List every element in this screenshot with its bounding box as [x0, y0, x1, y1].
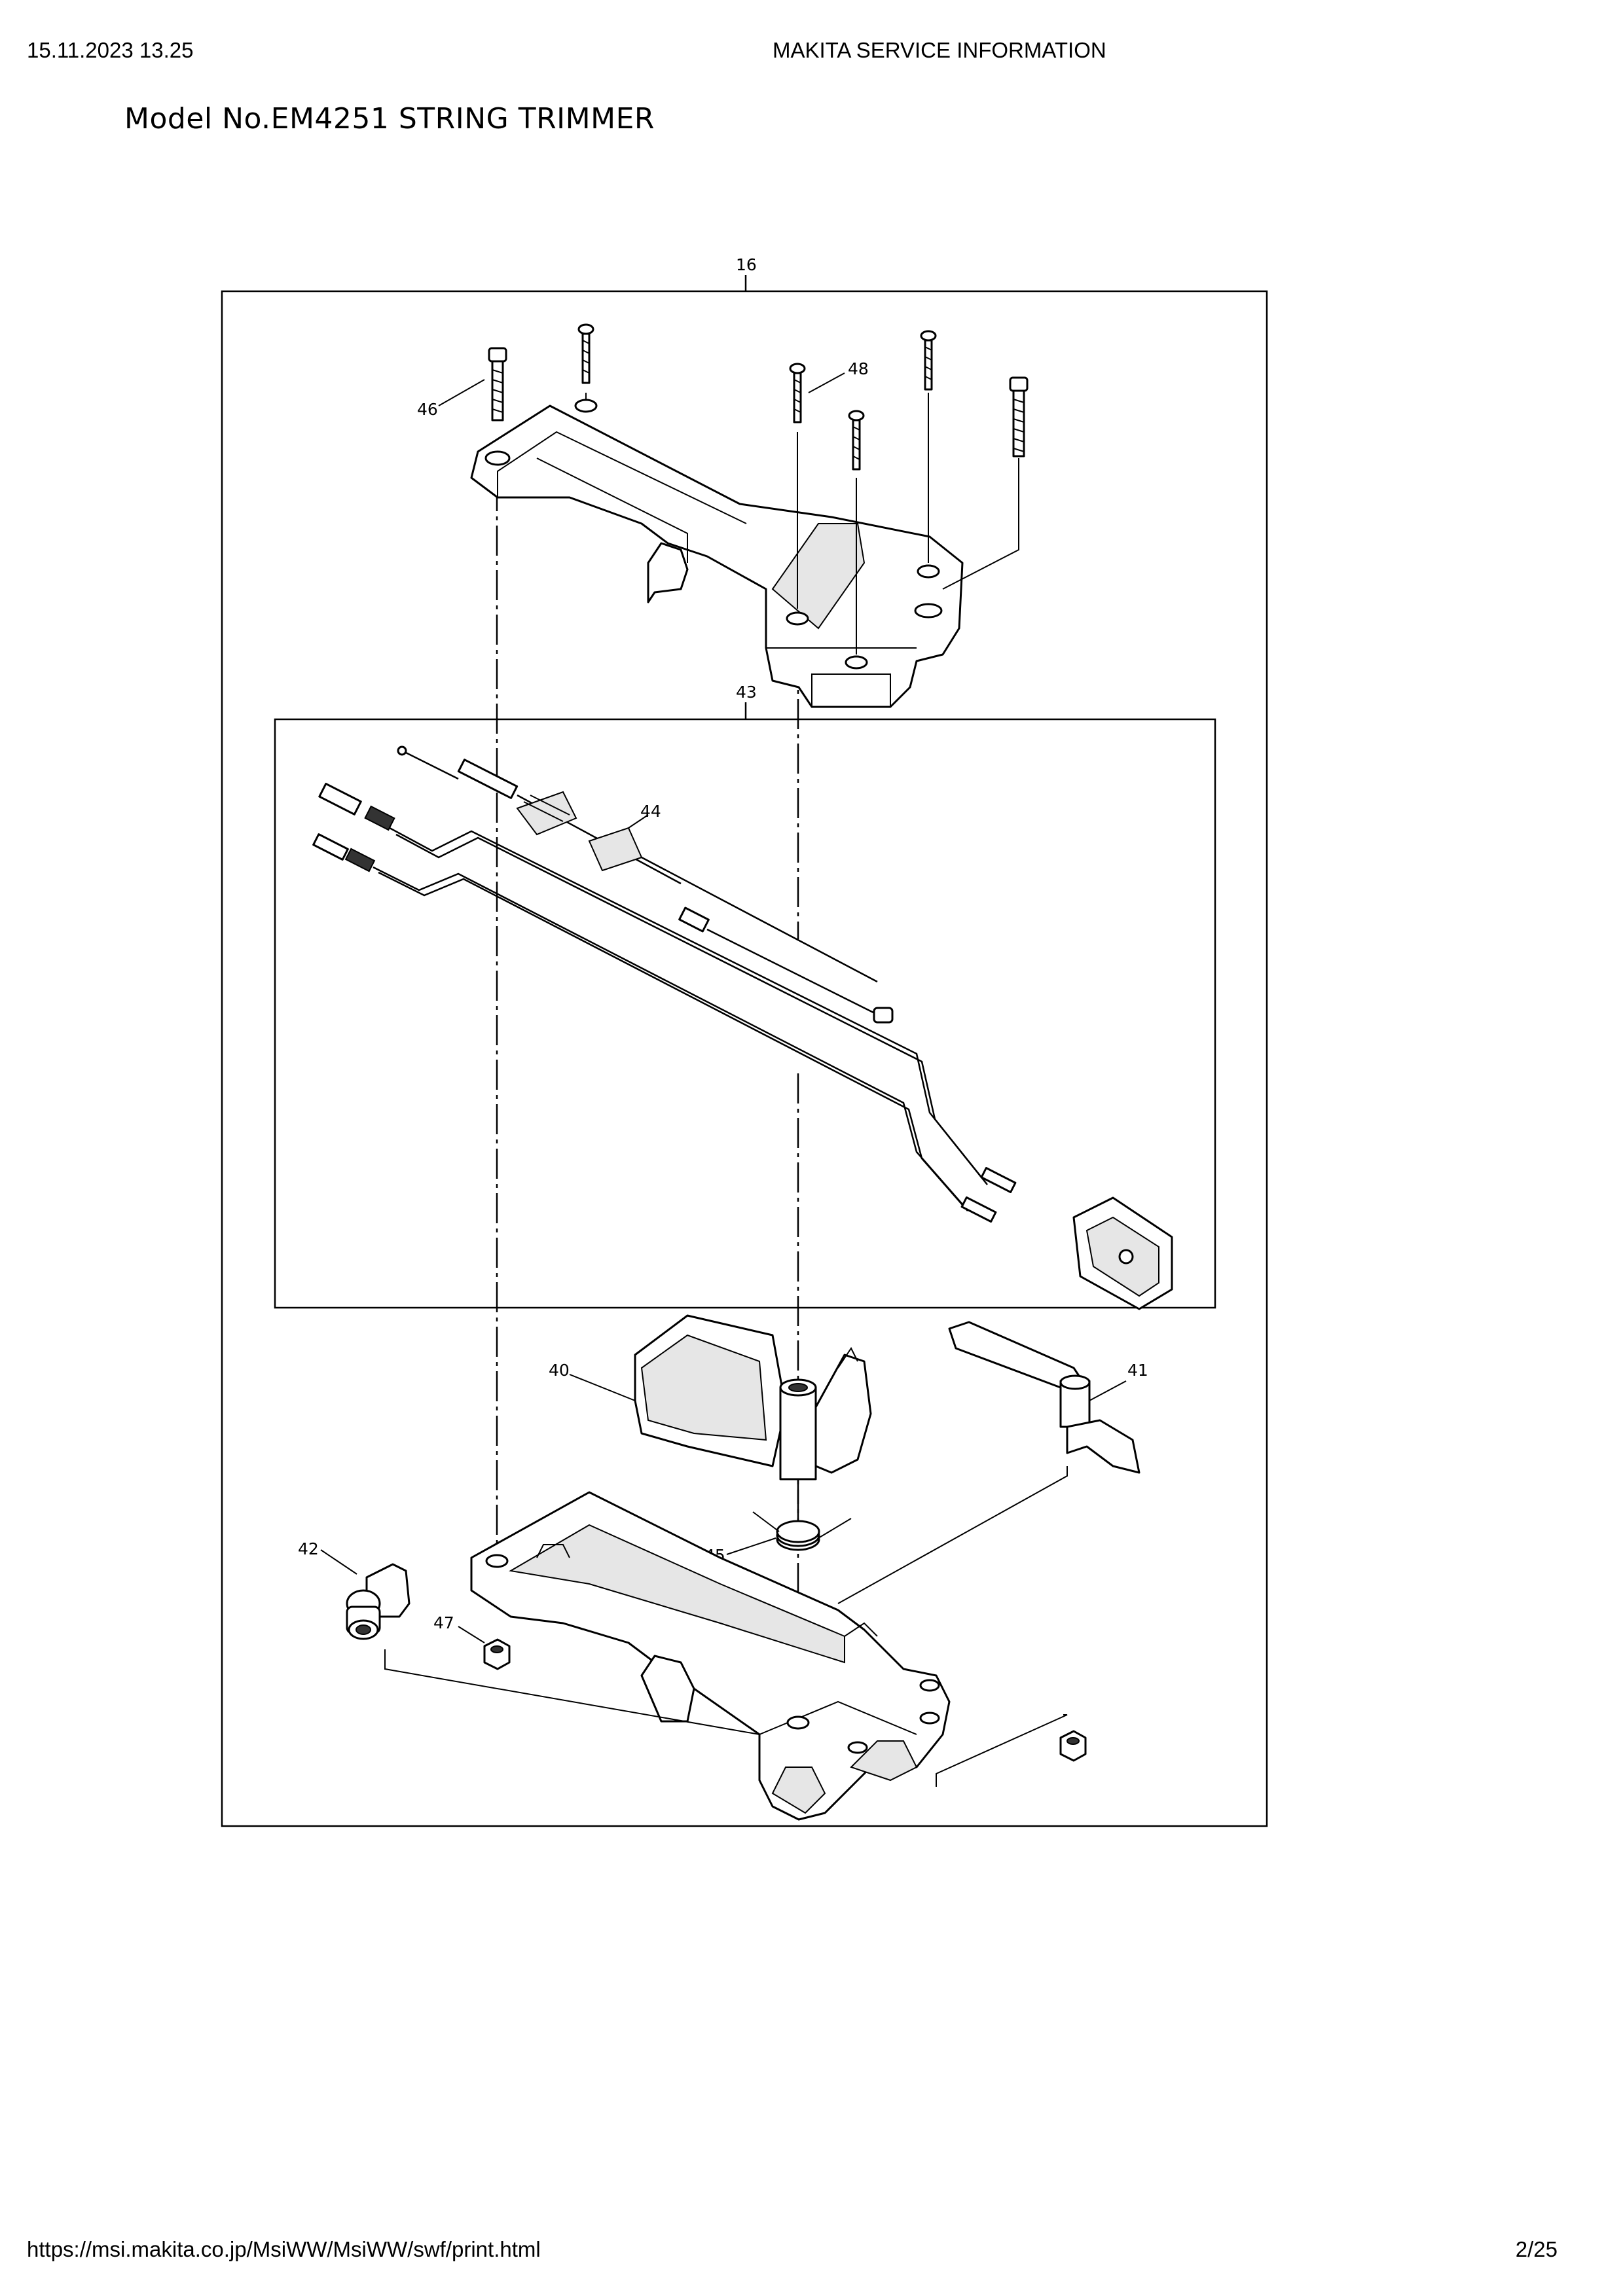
screw-mid [848, 410, 865, 471]
header-datetime: 15.11.2023 13.25 [27, 38, 194, 62]
callout-line-44 [628, 814, 649, 829]
callout-line-45 [726, 1537, 776, 1555]
nut-right-guide [936, 1714, 1068, 1787]
lower-handle-housing [470, 1491, 951, 1821]
header-title: MAKITA SERVICE INFORMATION [773, 38, 1106, 62]
callout-line-40 [569, 1374, 636, 1401]
spring-45 [752, 1511, 852, 1551]
handle-bolt-46 [488, 347, 507, 422]
callout-handle-bolt: 46 [417, 400, 438, 419]
screw-top-left [577, 323, 594, 384]
callout-line-48 [808, 372, 845, 393]
callout-nut: 47 [433, 1613, 454, 1632]
callout-line-41 [1089, 1380, 1127, 1401]
switch-guide [384, 1649, 760, 1735]
throttle-cable-44 [397, 745, 894, 1024]
wire-harness [312, 782, 1017, 1223]
bolt-guide-right [942, 458, 1019, 590]
screw-48 [789, 363, 806, 423]
bolt-far-right [1009, 376, 1029, 457]
throttle-lever-40 [634, 1314, 872, 1480]
callout-line-47 [458, 1626, 485, 1643]
footer-page-number: 2/25 [1515, 2237, 1558, 2261]
callout-throttle-lever: 40 [549, 1361, 570, 1380]
nut-right [1059, 1730, 1087, 1762]
switch-42 [346, 1563, 410, 1640]
switch-connector [1072, 1196, 1173, 1310]
callout-screw: 48 [848, 359, 869, 378]
callout-assembly: 16 [736, 255, 757, 274]
lock-lever-guide [837, 1466, 1068, 1604]
callout-line-46 [438, 379, 485, 406]
lock-lever-41 [948, 1321, 1140, 1474]
screw-right [920, 330, 937, 391]
callout-line-42 [320, 1549, 357, 1575]
nut-47 [483, 1638, 511, 1670]
footer-url[interactable]: https://msi.makita.co.jp/MsiWW/MsiWW/swf… [27, 2237, 541, 2261]
callout-cable-set: 43 [736, 683, 757, 702]
document-title: Model No.EM4251 STRING TRIMMER [124, 102, 655, 135]
callout-switch: 42 [298, 1539, 319, 1558]
upper-handle-housing [470, 399, 964, 708]
callout-throttle-cable: 44 [640, 802, 661, 821]
assembly-frame [221, 290, 1268, 1827]
callout-lock-lever: 41 [1127, 1361, 1148, 1380]
